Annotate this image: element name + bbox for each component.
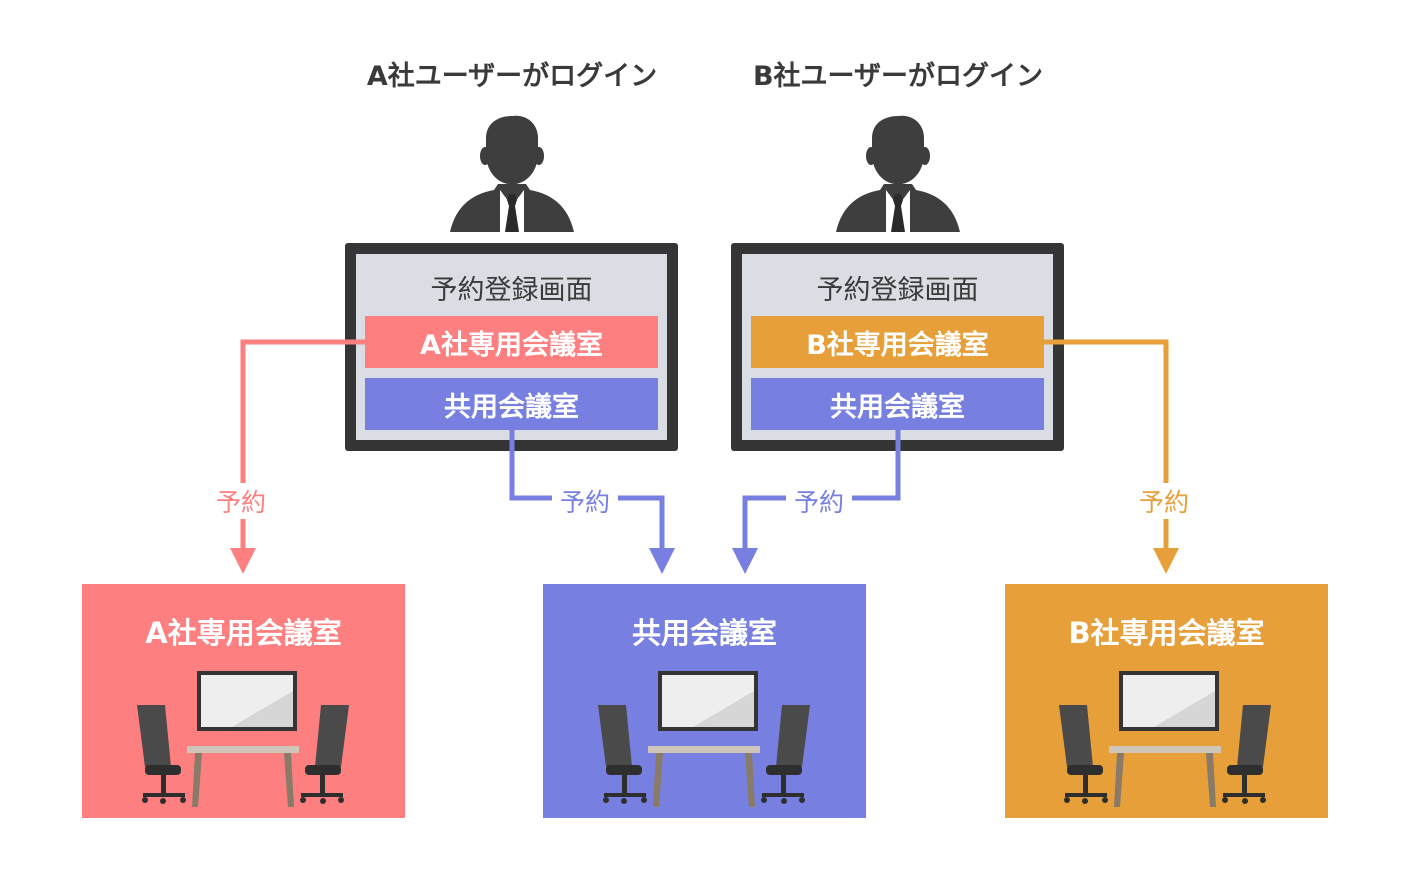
edge-label-a-shared: 予約 [552,483,619,519]
arrowhead-b-shared [732,548,758,574]
edge-line-a-dedicated [240,339,365,548]
room-a: A社専用会議室 [82,584,405,818]
businessman-icon [450,115,574,232]
room-b: B社専用会議室 [1005,584,1328,818]
edge-label-a-dedicated: 予約 [208,483,275,519]
edge-line-b-dedicated [1044,339,1169,548]
room-shared: 共用会議室 [543,584,866,818]
room-title-b: B社専用会議室 [1068,616,1265,650]
room-title-shared: 共用会議室 [631,616,777,650]
edge-label-b-dedicated: 予約 [1131,483,1198,519]
room-title-a: A社専用会議室 [145,616,342,650]
dedicated-room-button-a[interactable]: A社専用会議室 [365,316,658,368]
user-heading-b: B社ユーザーがログイン [752,61,1044,92]
shared-room-button-b[interactable]: 共用会議室 [751,378,1044,430]
dedicated-room-button-b[interactable]: B社専用会議室 [751,316,1044,368]
user-heading-a: A社ユーザーがログイン [366,61,658,92]
arrowhead-a-shared [649,548,675,574]
businessman-icon [836,115,960,232]
arrowhead-b-dedicated [1153,548,1179,574]
screen-title-b: 予約登録画面 [816,275,979,306]
edge-label-b-shared: 予約 [786,483,853,519]
arrowhead-a-dedicated [230,548,256,574]
shared-room-button-a[interactable]: 共用会議室 [365,378,658,430]
screen-title-a: 予約登録画面 [430,275,593,306]
